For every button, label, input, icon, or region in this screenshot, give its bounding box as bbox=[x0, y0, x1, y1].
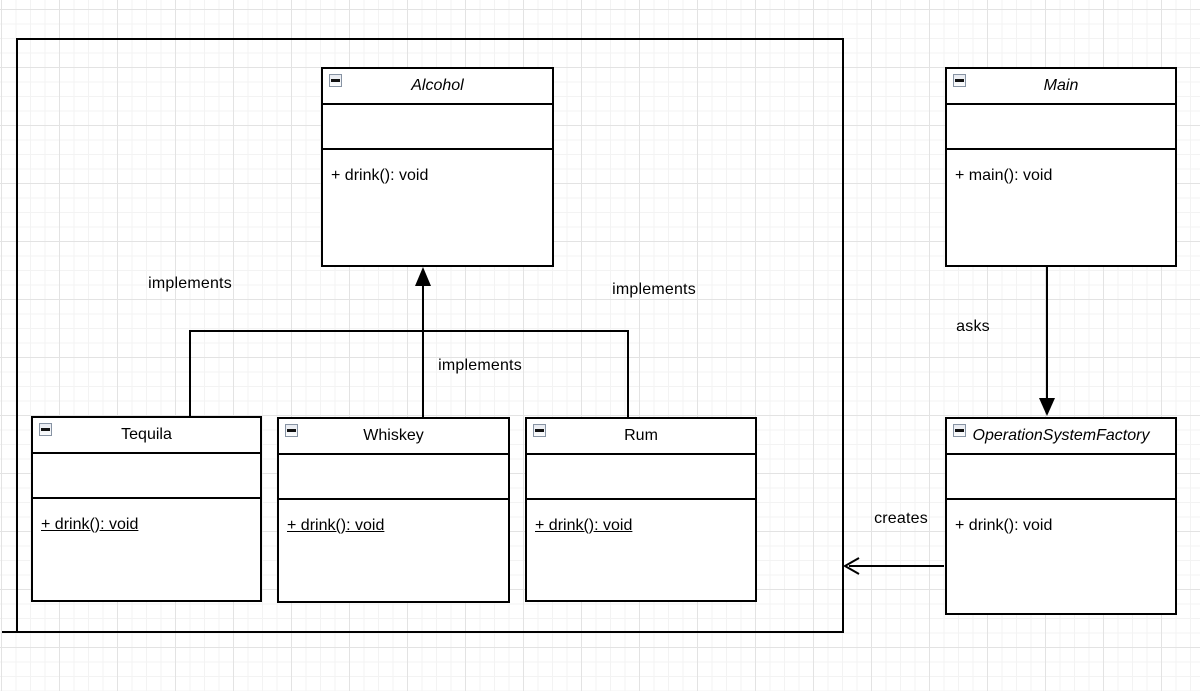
class-whiskey-title-row: Whiskey bbox=[279, 419, 508, 455]
class-tequila-attributes bbox=[33, 454, 260, 499]
edge-label-implements-left[interactable]: implements bbox=[148, 275, 232, 292]
method-label: + drink(): void bbox=[331, 167, 429, 184]
class-main[interactable]: Main + main(): void bbox=[945, 67, 1177, 267]
collapse-icon[interactable] bbox=[329, 74, 342, 87]
class-alcohol-attributes bbox=[323, 105, 552, 150]
class-rum[interactable]: Rum + drink(): void bbox=[525, 417, 757, 602]
class-alcohol[interactable]: Alcohol + drink(): void bbox=[321, 67, 554, 267]
collapse-icon[interactable] bbox=[285, 424, 298, 437]
minus-icon bbox=[287, 429, 296, 432]
asks-arrowhead-icon[interactable] bbox=[1039, 398, 1055, 416]
minus-icon bbox=[955, 429, 964, 432]
class-factory-methods: + drink(): void bbox=[947, 500, 1175, 535]
implements-arrowhead-icon[interactable] bbox=[415, 267, 431, 286]
class-tequila-methods: + drink(): void bbox=[33, 499, 260, 534]
class-operation-system-factory[interactable]: OperationSystemFactory + drink(): void bbox=[945, 417, 1177, 615]
edge-label-implements-right[interactable]: implements bbox=[612, 281, 696, 298]
class-tequila[interactable]: Tequila + drink(): void bbox=[31, 416, 262, 602]
edge-label-asks[interactable]: asks bbox=[956, 318, 990, 335]
minus-icon bbox=[955, 79, 964, 82]
method-label: + drink(): void bbox=[535, 517, 633, 534]
collapse-icon[interactable] bbox=[953, 424, 966, 437]
class-main-methods: + main(): void bbox=[947, 150, 1175, 185]
class-whiskey-methods: + drink(): void bbox=[279, 500, 508, 535]
class-rum-methods: + drink(): void bbox=[527, 500, 755, 535]
class-alcohol-methods: + drink(): void bbox=[323, 150, 552, 185]
group-container[interactable] bbox=[16, 38, 844, 633]
collapse-icon[interactable] bbox=[953, 74, 966, 87]
method-label: + drink(): void bbox=[955, 517, 1053, 534]
minus-icon bbox=[41, 428, 50, 431]
class-tequila-title-row: Tequila bbox=[33, 418, 260, 454]
edge-label-creates[interactable]: creates bbox=[874, 510, 928, 527]
class-title: Tequila bbox=[121, 426, 172, 443]
class-main-title-row: Main bbox=[947, 69, 1175, 105]
edge-implements-tequila-rum[interactable] bbox=[189, 330, 629, 417]
class-whiskey[interactable]: Whiskey + drink(): void bbox=[277, 417, 510, 603]
class-factory-attributes bbox=[947, 455, 1175, 500]
method-label: + drink(): void bbox=[287, 517, 385, 534]
class-rum-attributes bbox=[527, 455, 755, 500]
class-title: OperationSystemFactory bbox=[972, 427, 1150, 444]
creates-open-arrowhead-icon[interactable] bbox=[842, 557, 860, 575]
method-label: + main(): void bbox=[955, 167, 1053, 184]
method-label: + drink(): void bbox=[41, 516, 139, 533]
class-title: Whiskey bbox=[363, 427, 424, 444]
class-factory-title-row: OperationSystemFactory bbox=[947, 419, 1175, 455]
minus-icon bbox=[331, 79, 340, 82]
collapse-icon[interactable] bbox=[533, 424, 546, 437]
class-alcohol-title-row: Alcohol bbox=[323, 69, 552, 105]
class-whiskey-attributes bbox=[279, 455, 508, 500]
class-title: Alcohol bbox=[411, 77, 464, 94]
collapse-icon[interactable] bbox=[39, 423, 52, 436]
class-rum-title-row: Rum bbox=[527, 419, 755, 455]
class-title: Rum bbox=[624, 427, 658, 444]
class-main-attributes bbox=[947, 105, 1175, 150]
edge-label-implements-middle[interactable]: implements bbox=[438, 357, 522, 374]
minus-icon bbox=[535, 429, 544, 432]
class-title: Main bbox=[1043, 77, 1079, 94]
